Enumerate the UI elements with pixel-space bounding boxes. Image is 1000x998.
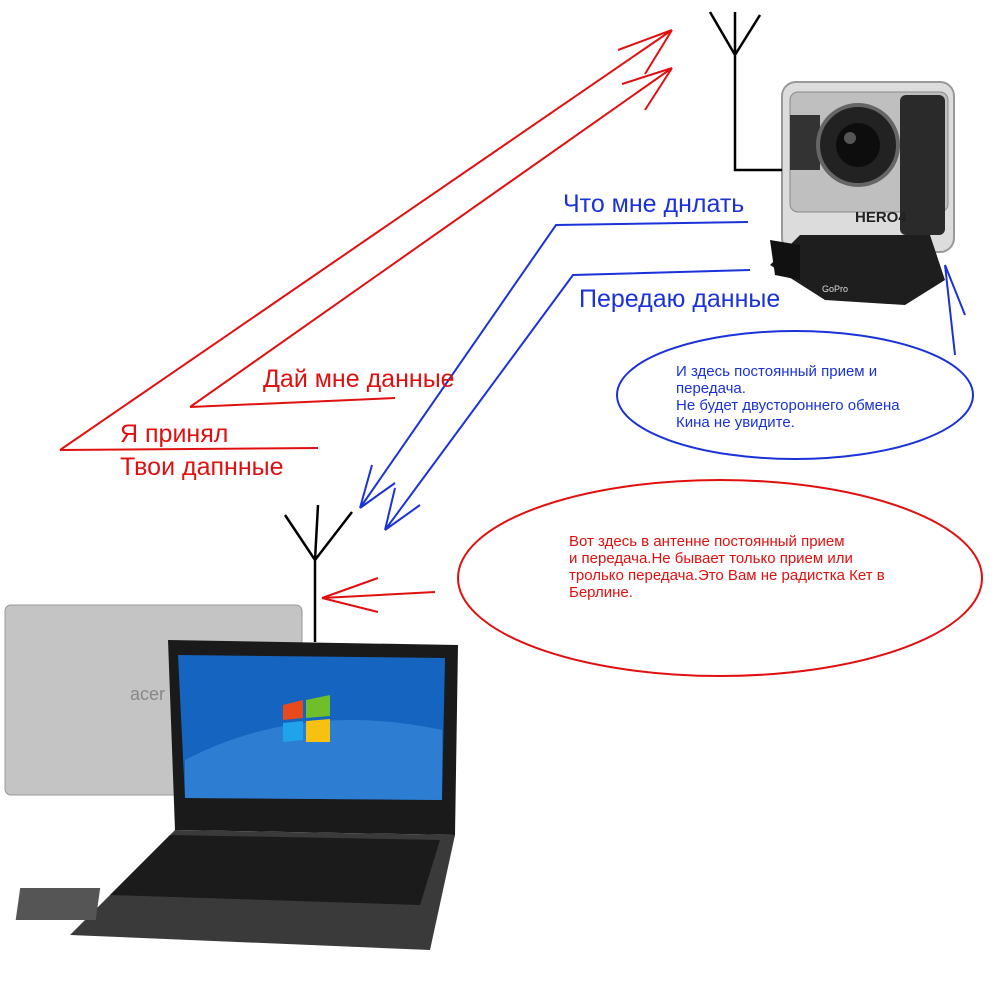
red-arrow-give-data bbox=[189, 67, 673, 408]
label-your-data: Твои дапнные bbox=[120, 453, 284, 481]
laptop-note-line: Берлине. bbox=[569, 584, 633, 601]
laptop-note-line: Вот здесь в антенне постоянный прием bbox=[569, 533, 845, 550]
blue-arrow-camera-antenna bbox=[944, 264, 966, 356]
windows-logo-icon bbox=[283, 695, 330, 742]
camera-note-ellipse bbox=[616, 330, 974, 460]
camera-note-line: Кина не увидите. bbox=[676, 414, 795, 431]
laptop-note-line: и передача.Не бывает только прием или bbox=[569, 550, 853, 567]
camera-brand-text: HERO4 bbox=[855, 209, 907, 226]
label-camera-sending: Передаю данные bbox=[579, 285, 781, 313]
camera-logo-text: GoPro bbox=[822, 284, 848, 294]
blue-arrow-question bbox=[359, 221, 749, 509]
label-received: Я принял bbox=[120, 420, 229, 448]
label-give-me-data: Дай мне данные bbox=[263, 365, 455, 393]
laptop-note-line: тролько передача.Это Вам не радистка Кет… bbox=[569, 567, 885, 584]
camera-note: И здесь постоянный прием и передача. Не … bbox=[676, 363, 900, 431]
laptop-lid-logo: acer bbox=[130, 684, 165, 704]
laptop-note-ellipse bbox=[457, 479, 983, 677]
laptop-antenna bbox=[283, 504, 353, 642]
laptop-note: Вот здесь в антенне постоянный прием и п… bbox=[569, 533, 885, 601]
camera-note-line: Не будет двустороннего обмена bbox=[676, 397, 900, 414]
red-arrow-laptop-antenna bbox=[321, 577, 436, 613]
gopro-camera: HERO4 GoPro bbox=[770, 81, 955, 305]
label-camera-question: Что мне днлать bbox=[563, 190, 745, 218]
camera-antenna bbox=[708, 11, 782, 172]
red-arrow-received bbox=[59, 29, 673, 451]
blue-arrow-sending bbox=[384, 269, 751, 531]
camera-note-line: И здесь постоянный прием и bbox=[676, 363, 878, 380]
camera-note-line: передача. bbox=[676, 380, 746, 397]
acer-laptop: acer bbox=[4, 604, 458, 950]
